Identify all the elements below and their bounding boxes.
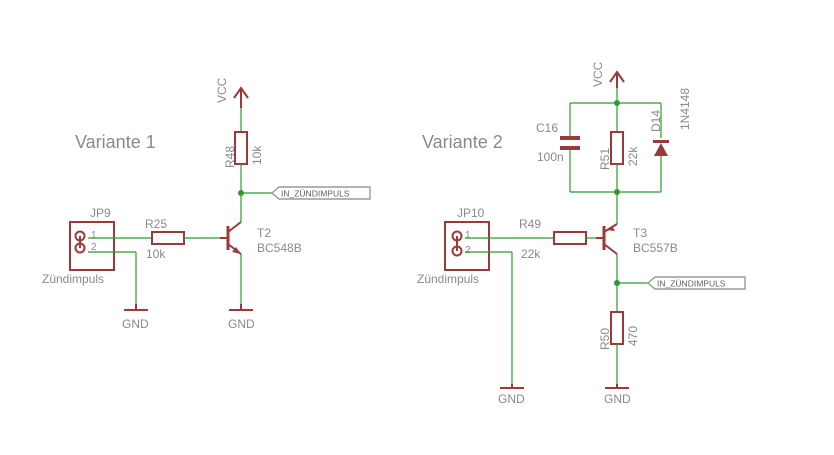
r49-value: 22k (521, 247, 541, 261)
connector-jp9: JP9 1 2 Zündimpuls (42, 206, 115, 286)
t2-value: BC548B (257, 241, 302, 255)
d14-name: D14 (649, 110, 663, 132)
variant-1-title: Variante 1 (75, 132, 156, 152)
vcc-label-1: VCC (215, 77, 229, 103)
gnd-symbol-1a: GND (122, 304, 149, 331)
gnd-label-1a: GND (122, 317, 149, 331)
variant-2: Variante 2 VCC C16 100n R51 22k (417, 61, 746, 406)
d14-bar (653, 140, 669, 143)
c16-value: 100n (537, 150, 564, 164)
transistor-t3: T3 BC557B (596, 223, 678, 255)
connector-jp10: JP10 1 2 Zündimpuls (417, 206, 490, 286)
net-flag-in-zuendimpuls-1: IN_ZÜNDIMPULS (270, 186, 371, 200)
c16-plate-bottom (560, 146, 580, 150)
jp9-pin1: 1 (91, 230, 97, 241)
d14-triangle (654, 143, 668, 156)
r51-name: R51 (598, 148, 612, 170)
resistor-r49: R49 22k (519, 217, 587, 261)
jp9-name: JP9 (90, 206, 111, 220)
net-label-2: IN_ZÜNDIMPULS (657, 279, 726, 289)
t3-name: T3 (633, 226, 647, 240)
jp10-pin1: 1 (465, 230, 471, 241)
gnd-symbol-2b: GND (604, 384, 631, 406)
vcc-symbol-2: VCC (591, 61, 625, 88)
t3-value: BC557B (633, 241, 678, 255)
jp9-body (69, 221, 115, 271)
resistor-r25: R25 10k (145, 217, 185, 261)
r49-body (553, 231, 587, 245)
gnd-symbol-1b: GND (228, 304, 255, 331)
t3-emitter-arrow (606, 226, 615, 231)
r25-body (151, 231, 185, 245)
t2-emitter-arrow (232, 247, 241, 254)
jp10-pin2: 2 (465, 245, 471, 256)
variant-1: Variante 1 VCC R48 10k IN_ZÜNDIMPULS JP9 (42, 77, 371, 331)
r48-value: 10k (250, 145, 264, 165)
jp9-label: Zündimpuls (42, 272, 104, 286)
resistor-r51: R51 22k (598, 131, 640, 170)
jp9-pin2: 2 (91, 242, 97, 253)
net-label-1: IN_ZÜNDIMPULS (281, 189, 350, 199)
r50-name: R50 (598, 328, 612, 350)
gnd-label-1b: GND (228, 317, 255, 331)
gnd-symbol-2a: GND (498, 384, 525, 406)
diode-d14: D14 1N4148 (649, 88, 692, 156)
r50-value: 470 (626, 326, 640, 346)
r51-body (610, 131, 624, 165)
r25-name: R25 (145, 217, 167, 231)
r25-value: 10k (146, 247, 166, 261)
d14-value: 1N4148 (678, 88, 692, 130)
gnd-label-2b: GND (604, 392, 631, 406)
resistor-r48: R48 10k (223, 131, 264, 168)
c16-plate-top (560, 136, 580, 140)
capacitor-c16: C16 100n (536, 121, 580, 164)
jp10-name: JP10 (457, 206, 485, 220)
vcc-label-2: VCC (591, 61, 605, 87)
transistor-t2: T2 BC548B (220, 221, 302, 255)
t2-name: T2 (257, 226, 271, 240)
r48-name: R48 (223, 146, 237, 168)
r50-body (610, 311, 624, 345)
r51-value: 22k (626, 146, 640, 166)
gnd-label-2a: GND (498, 392, 525, 406)
variant-2-title: Variante 2 (422, 132, 503, 152)
jp10-label: Zündimpuls (417, 272, 479, 286)
jp10-body (444, 221, 490, 271)
c16-name: C16 (536, 121, 558, 135)
resistor-r50: R50 470 (598, 311, 640, 350)
r49-name: R49 (519, 217, 541, 231)
net-flag-in-zuendimpuls-2: IN_ZÜNDIMPULS (646, 276, 746, 290)
vcc-symbol-1: VCC (215, 77, 249, 108)
